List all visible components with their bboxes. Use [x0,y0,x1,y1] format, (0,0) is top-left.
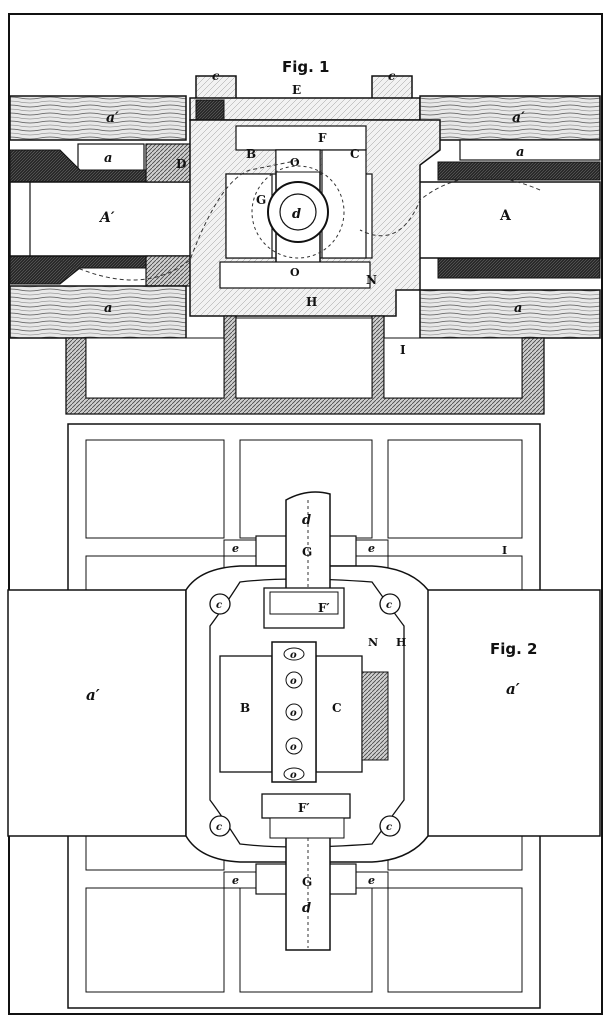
bar-e-bl [223,871,257,889]
bolt-hole-bl [209,815,231,837]
label-D: D [176,157,186,171]
label-c-left: c [212,69,220,83]
label-a-left: a [104,151,112,166]
threaded-rod [361,671,389,761]
block-F-prime-top-inner [269,591,339,615]
label-a-br: a [514,301,522,316]
label-G-bottom: G [302,875,312,889]
label-F-prime-bottom: F′ [298,801,310,815]
label-N-plan: N [368,636,378,649]
label-a-bl: a [104,301,112,316]
label-I: I [400,343,406,357]
label-d-top: d [302,513,311,528]
bolt-hole-tl [209,593,231,615]
block-F-prime-bottom-base [269,817,345,839]
figure-2: d d e e e e G G I c c c c F′ F′ N H Fig.… [7,423,601,1009]
label-e-tr: e [368,542,375,555]
label-F-prime-top: F′ [318,601,330,615]
fig1-title: Fig. 1 [282,58,329,76]
timber-a-prime-left [7,589,187,837]
label-H: H [306,295,317,309]
label-o4: o [290,742,297,753]
hole-o3 [285,703,303,721]
label-O-top: O [290,156,300,169]
figure-1: Fig. 1 [9,58,601,415]
grid-cell-r1c3 [387,439,523,539]
label-a-right: a [516,145,524,160]
label-C-plan: C [332,701,342,715]
label-d: d [292,207,301,222]
label-a-prime-left: a′ [86,686,100,704]
label-e-tl: e [232,542,239,555]
shaft-d-inner [279,193,317,231]
timber-a-prime-right [419,589,601,837]
block-a-right [459,139,601,161]
inner-F [235,125,367,151]
grid-cell-r1c1 [85,439,225,539]
frame-I-cell-1 [85,337,225,399]
grid-cell-r5c1 [85,887,225,993]
block-F-prime-bottom [261,793,351,819]
label-c-bl: c [216,822,222,833]
sleeve-right-top [437,161,601,181]
plate-N [219,261,371,289]
label-a-prime-right: a′ [506,680,520,698]
frame-I-cell-2 [235,317,373,399]
hole-o5 [283,767,305,781]
frame-I-cell-3 [383,337,523,399]
label-o5: o [290,770,297,781]
flow-line-right [359,176,541,237]
label-a-prime-tr: a′ [512,110,525,126]
label-c-tr: c [386,600,392,611]
label-A-prime: A′ [98,210,115,226]
bar-e-tl [223,539,257,557]
hole-o2 [285,671,303,689]
label-C: C [350,147,360,161]
label-c-tl: c [216,600,222,611]
block-C [321,149,367,259]
label-F: F [318,131,327,145]
label-o1: o [290,650,297,661]
hole-o4 [285,737,303,755]
label-e-bl: e [232,874,239,887]
label-o3: o [290,708,297,719]
label-G: G [256,193,266,207]
label-E: E [292,83,301,97]
label-A: A [499,208,512,224]
label-a-prime-tl: a′ [106,110,119,126]
label-B: B [246,147,256,161]
sleeve-right-bottom [437,257,601,279]
timber-bottom-right [419,289,601,339]
label-c-right: c [388,69,396,83]
timber-bottom-left [9,285,187,339]
fig2-title: Fig. 2 [490,640,537,658]
label-I-plan: I [502,544,507,557]
label-O-bottom: O [290,266,300,279]
bolt-hole-tr [379,593,401,615]
label-G-top: G [302,545,312,559]
block-B-plan [219,655,273,773]
label-d-bottom: d [302,901,311,916]
label-e-br: e [368,874,375,887]
block-B [225,173,273,259]
grid-cell-r5c3 [387,887,523,993]
label-B-plan: B [240,701,250,715]
timber-top-right [419,95,601,141]
label-o2: o [290,676,297,687]
hole-o1 [283,647,305,661]
shaft-d-path [251,165,345,259]
label-H-plan: H [396,636,406,649]
label-N: N [366,273,377,287]
timber-top-left [9,95,187,141]
slide-O-top [275,149,321,173]
bolt-hole-br [379,815,401,837]
label-c-br: c [386,822,392,833]
